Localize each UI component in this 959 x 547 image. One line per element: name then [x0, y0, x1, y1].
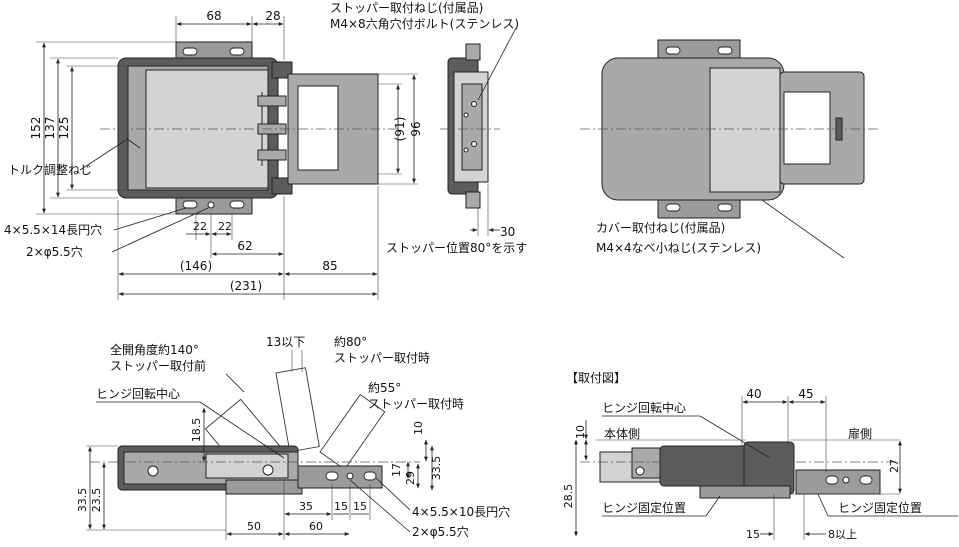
dim-30: 30 [500, 225, 515, 239]
label-cover-screw-1: カバー取付ねじ(付属品) [596, 221, 725, 235]
label-full-open-2: ストッパー取付前 [110, 358, 206, 373]
top-view: 68 28 152 137 125 (91) 96 22 22 [4, 9, 423, 300]
dim-10-right: 10 [412, 421, 425, 435]
dim-45: 45 [798, 387, 813, 401]
knuckle-bottom [271, 177, 293, 195]
dim-33-5-left: 33.5 [76, 488, 89, 513]
angle-view: 全開角度約140° ストッパー取付前 13以下 約80° ストッパー取付時 約5… [76, 334, 510, 540]
label-door-side: 扉側 [848, 427, 872, 441]
knuckle [257, 149, 287, 161]
label-stopper-position: ストッパー位置80°を示す [386, 240, 527, 255]
side-stopper [461, 83, 483, 171]
dim-68: 68 [206, 9, 221, 23]
dim-15b: 15 [353, 500, 367, 513]
dim-22b: 22 [218, 220, 232, 233]
dim-125: 125 [57, 117, 71, 140]
tab-slot [182, 47, 198, 56]
label-80-1: 約80° [334, 334, 367, 349]
dim-15a: 15 [334, 500, 348, 513]
dim-137: 137 [43, 117, 57, 140]
side-view: 30 ストッパー位置80°を示す ストッパー取付ねじ(付属品) M4×8六角穴付… [330, 1, 527, 255]
label-cover-screw-2: M4×4なべ小ねじ(ステンレス) [596, 241, 761, 255]
dim-28: 28 [265, 9, 280, 23]
dim-15-mount: 15 [746, 528, 760, 541]
rear-view: カバー取付ねじ(付属品) M4×4なべ小ねじ(ステンレス) [580, 39, 880, 259]
dim-10-mount: 10 [574, 425, 587, 439]
knuckle [257, 95, 287, 107]
label-torque-screw: トルク調整ねじ [8, 162, 92, 177]
dim-8-min: 8以上 [828, 528, 857, 541]
label-hole-bottom: 2×φ5.5穴 [412, 524, 469, 539]
label-55-1: 約55° [368, 380, 401, 395]
label-stopper-screw-1: ストッパー取付ねじ(付属品) [330, 1, 483, 15]
label-80-2: ストッパー取付時 [334, 351, 430, 365]
tab-hole [207, 201, 215, 209]
label-mount-hinge-center: ヒンジ回転中心 [602, 400, 686, 415]
dim-60: 60 [309, 520, 323, 533]
angle-door-plate [297, 465, 383, 489]
label-slot-bottom: 4×5.5×10長円穴 [412, 504, 510, 519]
tab-slot [229, 200, 245, 209]
dim-85: 85 [322, 259, 337, 273]
door-side-plate [795, 469, 881, 495]
label-body-side: 本体側 [604, 427, 640, 441]
dim-23-5: 23.5 [90, 488, 103, 513]
dim-17: 17 [390, 463, 403, 477]
dim-33-5-right: 33.5 [430, 456, 443, 481]
door-leaf-window [297, 85, 339, 171]
knuckle-top [271, 61, 293, 79]
dim-91: (91) [393, 117, 407, 142]
tab-slot [182, 200, 198, 209]
dim-27: 27 [888, 459, 901, 473]
dim-146: (146) [180, 259, 212, 273]
mount-view: 【取付図】 40 45 10 28.5 27 15 [562, 371, 958, 541]
label-fix-left: ヒンジ固定位置 [602, 500, 686, 515]
label-hole: 2×φ5.5穴 [26, 244, 83, 259]
dim-22a: 22 [193, 220, 207, 233]
label-13: 13以下 [266, 335, 305, 349]
label-stopper-screw-2: M4×8六角穴付ボルト(ステンレス) [330, 16, 519, 31]
label-full-open-1: 全開角度約140° [110, 342, 199, 357]
label-55-2: ストッパー取付時 [368, 397, 464, 411]
tab-slot [229, 47, 245, 56]
dim-29: 29 [404, 471, 417, 485]
dim-40: 40 [746, 387, 761, 401]
dim-62: 62 [237, 239, 252, 253]
label-slot: 4×5.5×14長円穴 [4, 222, 102, 237]
dim-28-5: 28.5 [562, 484, 575, 509]
dim-18-5: 18.5 [190, 418, 203, 443]
dim-96: 96 [409, 121, 423, 136]
dim-50: 50 [247, 520, 261, 533]
mount-title: 【取付図】 [566, 371, 626, 385]
label-hinge-center: ヒンジ回転中心 [96, 386, 180, 401]
dim-152: 152 [29, 117, 43, 140]
dim-35: 35 [299, 500, 313, 513]
dim-231: (231) [230, 279, 262, 293]
label-fix-right: ヒンジ固定位置 [838, 500, 922, 515]
